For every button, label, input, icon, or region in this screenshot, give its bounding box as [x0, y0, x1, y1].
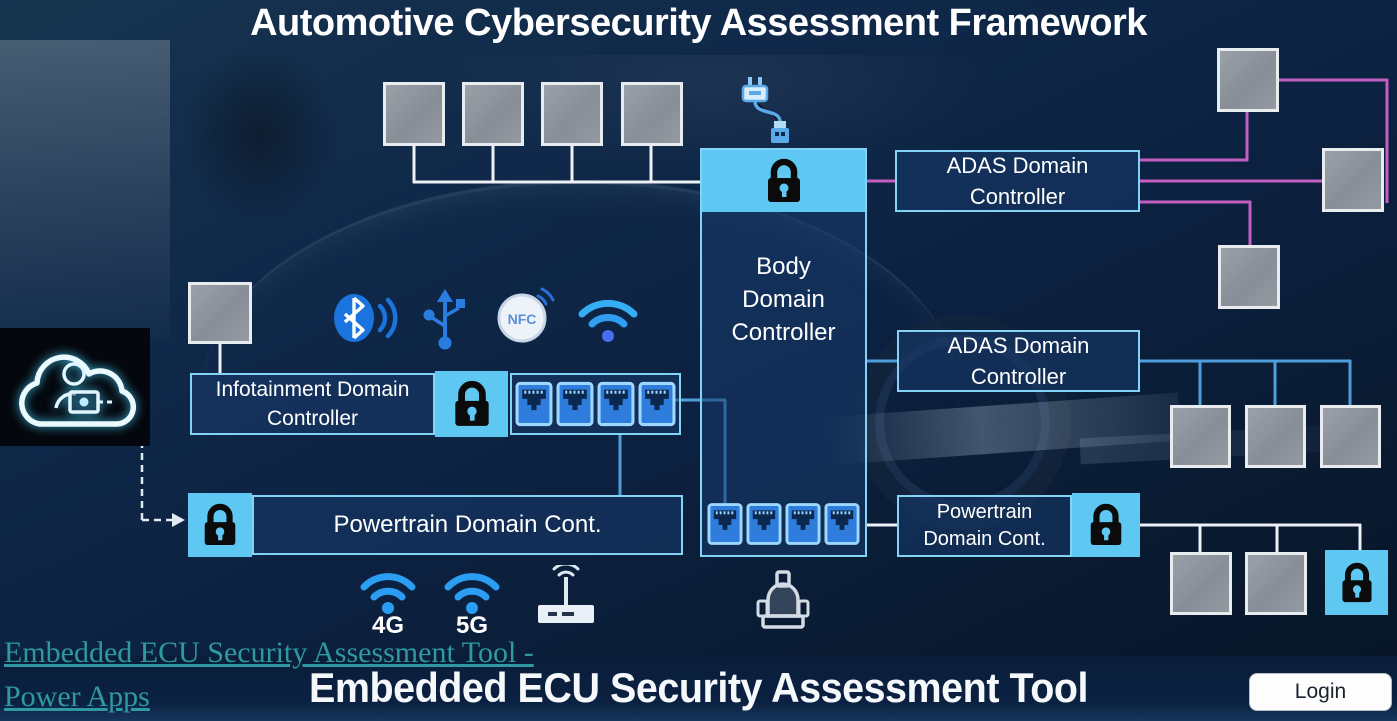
cloud-user-icon	[19, 354, 137, 427]
ecu-box	[1322, 148, 1384, 212]
ethernet-port-icon	[746, 503, 782, 545]
footer-link[interactable]: Embedded ECU Security Assessment Tool - …	[4, 631, 534, 719]
ecu-box	[383, 82, 445, 146]
ethernet-ports	[707, 502, 860, 546]
ecu-box	[462, 82, 524, 146]
lock-icon	[767, 158, 800, 202]
wifi-icon	[578, 299, 638, 342]
node-label: Infotainment Domain Controller	[215, 378, 410, 430]
powertrain-right-lock	[1072, 493, 1140, 557]
lock-icon	[454, 380, 489, 426]
node-label: ADAS Domain Controller	[946, 153, 1089, 209]
adas-domain-controller-top: ADAS Domain Controller	[895, 150, 1140, 212]
secured-ecu-lock	[1325, 550, 1388, 615]
ethernet-port-icon	[638, 381, 676, 427]
infotainment-lock	[435, 371, 508, 437]
login-button[interactable]: Login	[1249, 673, 1392, 711]
ethernet-port-icon	[785, 503, 821, 545]
lock-icon	[1341, 562, 1372, 602]
footer-link-line2[interactable]: Power Apps	[4, 680, 150, 713]
wifi-4g-icon	[360, 573, 416, 614]
wifi-4g-label: 4G	[371, 612, 404, 639]
powertrain-left-lock	[188, 493, 252, 557]
infotainment-domain-controller-node: Infotainment Domain Controller	[190, 373, 435, 435]
ecu-box	[1245, 405, 1306, 468]
ecu-box	[621, 82, 683, 146]
nfc-label: NFC	[508, 311, 537, 327]
ecu-box	[1217, 48, 1279, 112]
banner-title: Embedded ECU Security Assessment Tool	[309, 664, 1088, 711]
ethernet-port-icon	[515, 381, 553, 427]
node-label: Powertrain Domain Cont.	[923, 501, 1046, 550]
ethernet-port-icon	[707, 503, 743, 545]
plug-cable-icon	[741, 77, 789, 143]
ecu-box	[1245, 552, 1307, 615]
node-label: ADAS Domain Controller	[947, 333, 1090, 389]
ecu-box	[1170, 552, 1232, 615]
usb-icon	[423, 289, 465, 350]
ecu-box	[541, 82, 603, 146]
wifi-5g-label: 5G	[455, 612, 488, 639]
cloud-panel	[0, 328, 150, 446]
adas-domain-controller-mid: ADAS Domain Controller	[897, 330, 1140, 392]
lock-header	[702, 150, 865, 212]
lock-icon	[204, 503, 236, 546]
powertrain-domain-controller-right: Powertrain Domain Cont.	[897, 495, 1072, 557]
ecu-box	[1320, 405, 1381, 468]
ecu-box	[188, 282, 252, 344]
ethernet-port-icon	[824, 503, 860, 545]
page-title: Automotive Cybersecurity Assessment Fram…	[250, 2, 1147, 44]
router-icon	[538, 565, 594, 623]
powertrain-domain-controller-left: Powertrain Domain Cont.	[252, 495, 683, 555]
lock-icon	[1090, 503, 1122, 546]
ethernet-port-icon	[556, 381, 594, 427]
ecu-box	[1170, 405, 1231, 468]
ethernet-port-icon	[597, 381, 635, 427]
node-label: Body Domain Controller	[731, 253, 836, 346]
wifi-5g-icon	[444, 573, 500, 614]
footer-link-line1[interactable]: Embedded ECU Security Assessment Tool -	[4, 636, 534, 669]
obd-connector-icon	[756, 570, 810, 629]
infotainment-ethernet-ports	[510, 373, 681, 435]
node-label: Powertrain Domain Cont.	[333, 511, 602, 538]
bluetooth-icon	[334, 294, 398, 342]
nfc-icon: NFC	[497, 287, 555, 343]
ecu-box	[1218, 245, 1280, 309]
body-domain-controller-node: Body Domain Controller	[700, 148, 867, 557]
